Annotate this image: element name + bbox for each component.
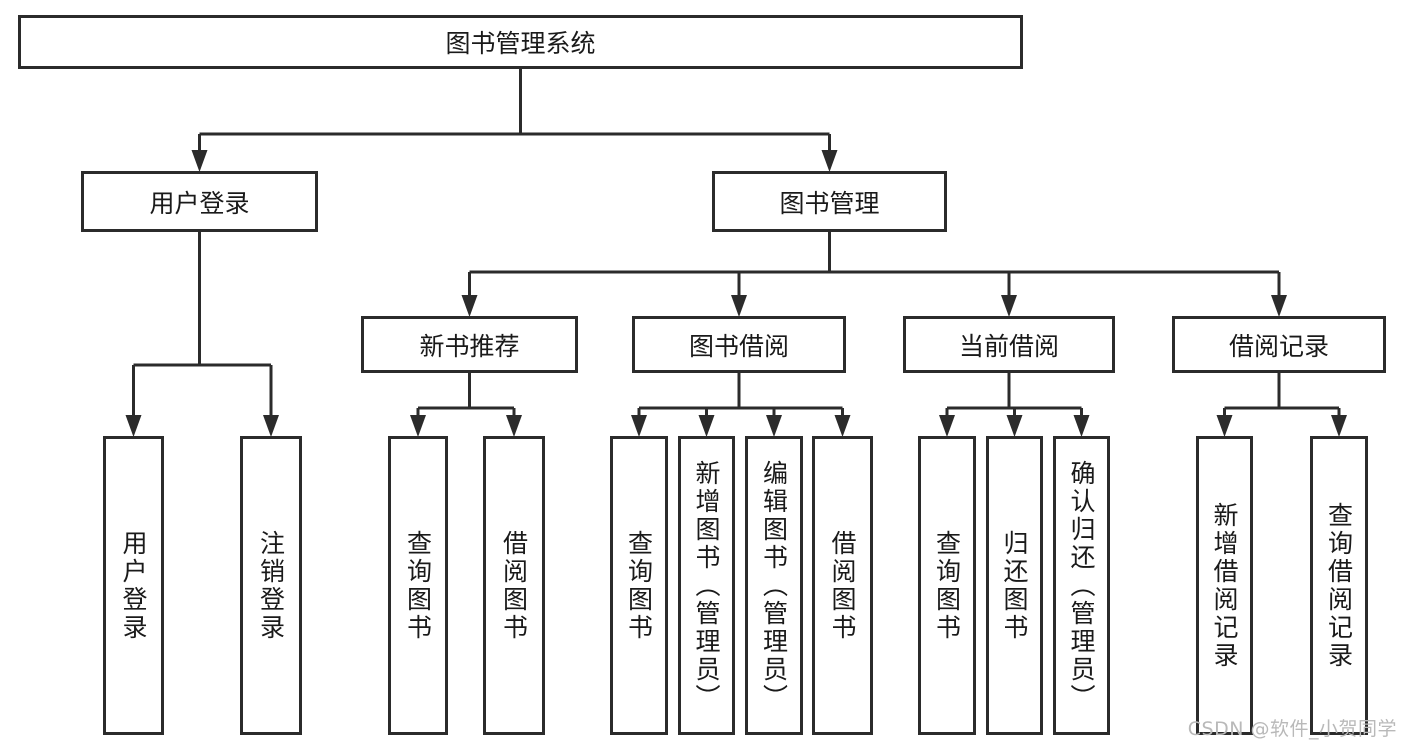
arrow-head-icon [1331, 415, 1347, 437]
node-box-root[interactable] [18, 15, 1023, 69]
arrow-head-icon [1271, 295, 1287, 317]
arrow-head-icon [1216, 415, 1233, 437]
node-box-leaf-query-book-rec[interactable] [388, 436, 448, 735]
arrow-head-icon [834, 415, 851, 437]
arrow-head-icon [631, 415, 647, 437]
boxes-layer [18, 15, 1386, 735]
node-box-leaf-edit-book-admin[interactable] [745, 436, 803, 735]
node-box-leaf-return-book[interactable] [986, 436, 1043, 735]
arrow-head-icon [263, 415, 279, 437]
watermark-text: CSDN @软件_小贺同学 [1187, 718, 1397, 740]
arrow-head-icon [698, 415, 715, 437]
arrow-head-icon [461, 295, 478, 317]
arrow-head-icon [731, 295, 747, 317]
arrow-head-icon [1073, 415, 1090, 437]
node-box-leaf-confirm-return[interactable] [1053, 436, 1110, 735]
node-box-leaf-query-book-cur[interactable] [918, 436, 976, 735]
node-box-leaf-query-record[interactable] [1310, 436, 1368, 735]
node-box-leaf-user-login[interactable] [103, 436, 164, 735]
arrow-head-icon [1001, 295, 1017, 317]
node-box-leaf-logout[interactable] [240, 436, 302, 735]
node-box-leaf-add-book-admin[interactable] [678, 436, 735, 735]
arrow-head-icon [821, 150, 838, 172]
edges-layer [125, 69, 1347, 437]
arrow-head-icon [939, 415, 955, 437]
arrow-head-icon [1006, 415, 1023, 437]
node-box-leaf-borrow-book-rec[interactable] [483, 436, 545, 735]
arrow-head-icon [125, 415, 142, 437]
node-box-current-borrow[interactable] [903, 316, 1115, 373]
node-box-user-login[interactable] [81, 171, 318, 232]
node-box-new-book-recommend[interactable] [361, 316, 578, 373]
arrow-head-icon [410, 415, 426, 437]
node-box-leaf-query-book-bor[interactable] [610, 436, 668, 735]
arrow-head-icon [191, 150, 208, 172]
node-box-book-management[interactable] [712, 171, 947, 232]
node-box-leaf-borrow-book-bor[interactable] [812, 436, 873, 735]
node-box-borrow-record[interactable] [1172, 316, 1386, 373]
arrow-head-icon [766, 415, 782, 437]
node-box-leaf-add-record[interactable] [1196, 436, 1253, 735]
arrow-head-icon [506, 415, 522, 437]
node-box-book-borrow[interactable] [632, 316, 846, 373]
